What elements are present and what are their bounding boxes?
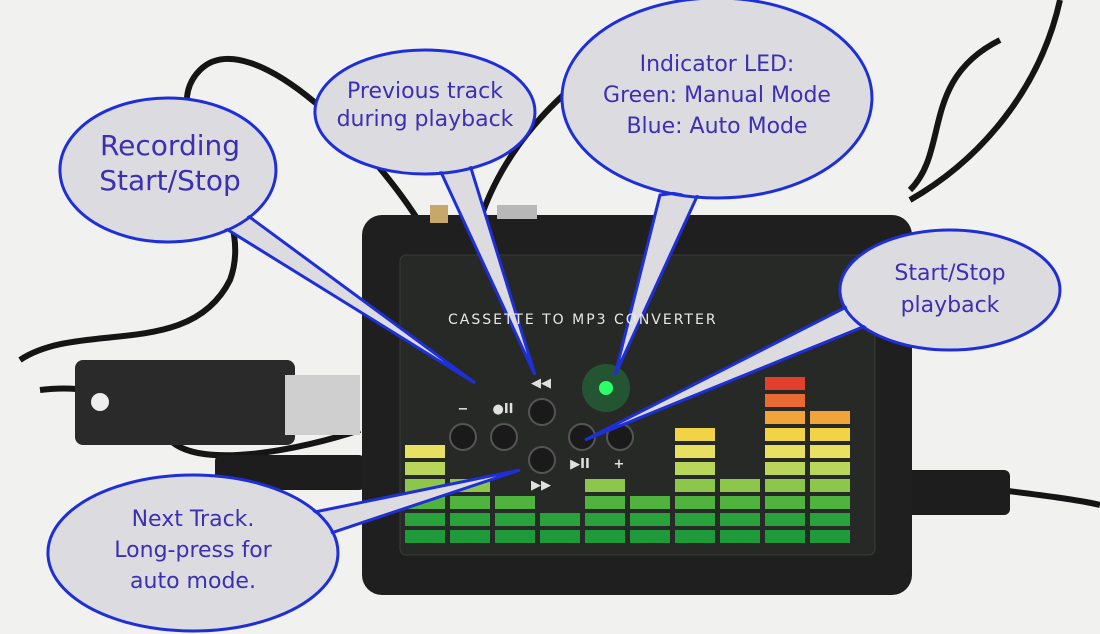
eq-segment (810, 445, 850, 458)
eq-segment (585, 479, 625, 492)
eq-segment (810, 411, 850, 424)
eq-segment (540, 530, 580, 543)
eq-segment (450, 513, 490, 526)
eq-segment (720, 513, 760, 526)
eq-segment (720, 479, 760, 492)
eq-segment (585, 496, 625, 509)
eq-segment (630, 513, 670, 526)
usb-stick (75, 360, 360, 445)
eq-segment (585, 513, 625, 526)
eq-segment (495, 513, 535, 526)
callout-line: auto mode. (130, 568, 256, 594)
eq-segment (540, 513, 580, 526)
volume-down-button[interactable] (449, 423, 477, 451)
callout-previous-text: Previous track during playback (325, 78, 525, 133)
callout-line: during playback (336, 106, 514, 132)
eq-segment (720, 496, 760, 509)
eq-segment (810, 479, 850, 492)
eq-segment (765, 377, 805, 390)
record-button[interactable] (490, 423, 518, 451)
callout-line: Indicator LED: (639, 52, 795, 77)
minus-symbol: − (458, 402, 469, 417)
eq-segment (675, 530, 715, 543)
indicator-led (599, 381, 613, 395)
eq-segment (810, 513, 850, 526)
previous-symbol: ◀◀ (531, 376, 551, 391)
callout-line: Next Track. (131, 507, 255, 532)
callout-next-text: Next Track. Long-press for auto mode. (93, 505, 293, 597)
plus-symbol: + (614, 457, 625, 472)
eq-segment (675, 513, 715, 526)
play-pause-symbol: ▶II (570, 457, 590, 472)
eq-segment (630, 530, 670, 543)
callout-line: Start/Stop (99, 164, 241, 197)
eq-segment (405, 513, 445, 526)
eq-segment (450, 530, 490, 543)
eq-segment (810, 428, 850, 441)
callout-recording-text: Recording Start/Stop (70, 128, 270, 198)
callout-led-text: Indicator LED: Green: Manual Mode Blue: … (567, 50, 867, 142)
eq-display (405, 377, 850, 543)
eq-segment (495, 530, 535, 543)
eq-segment (450, 496, 490, 509)
eq-segment (405, 445, 445, 458)
callout-line: Long-press for (114, 537, 272, 563)
eq-segment (765, 496, 805, 509)
eq-segment (765, 530, 805, 543)
eq-segment (765, 394, 805, 407)
callout-playback-text: Start/Stop playback (850, 258, 1050, 322)
device-label: CASSETTE TO MP3 CONVERTER (448, 312, 718, 328)
next-button[interactable] (528, 446, 556, 474)
eq-segment (810, 530, 850, 543)
next-symbol: ▶▶ (531, 478, 551, 493)
eq-segment (405, 530, 445, 543)
record-symbol: ●II (492, 402, 513, 417)
eq-segment (765, 445, 805, 458)
eq-segment (495, 496, 535, 509)
eq-segment (675, 428, 715, 441)
eq-segment (675, 445, 715, 458)
callout-line: Recording (99, 129, 241, 162)
eq-segment (810, 496, 850, 509)
eq-segment (765, 479, 805, 492)
eq-segment (405, 462, 445, 475)
eq-segment (765, 428, 805, 441)
audio-plug-right (900, 470, 1010, 515)
eq-segment (810, 462, 850, 475)
eq-segment (630, 496, 670, 509)
eq-segment (585, 530, 625, 543)
previous-button[interactable] (528, 398, 556, 426)
callout-line: Previous track (347, 79, 503, 104)
callout-line: playback (900, 292, 1000, 318)
eq-segment (675, 496, 715, 509)
eq-segment (675, 479, 715, 492)
eq-segment (675, 462, 715, 475)
eq-segment (765, 462, 805, 475)
eq-segment (765, 411, 805, 424)
eq-segment (765, 513, 805, 526)
callout-line: Green: Manual Mode (603, 82, 831, 108)
callout-line: Blue: Auto Mode (626, 113, 808, 139)
callout-line: Start/Stop (894, 261, 1006, 286)
eq-segment (720, 530, 760, 543)
